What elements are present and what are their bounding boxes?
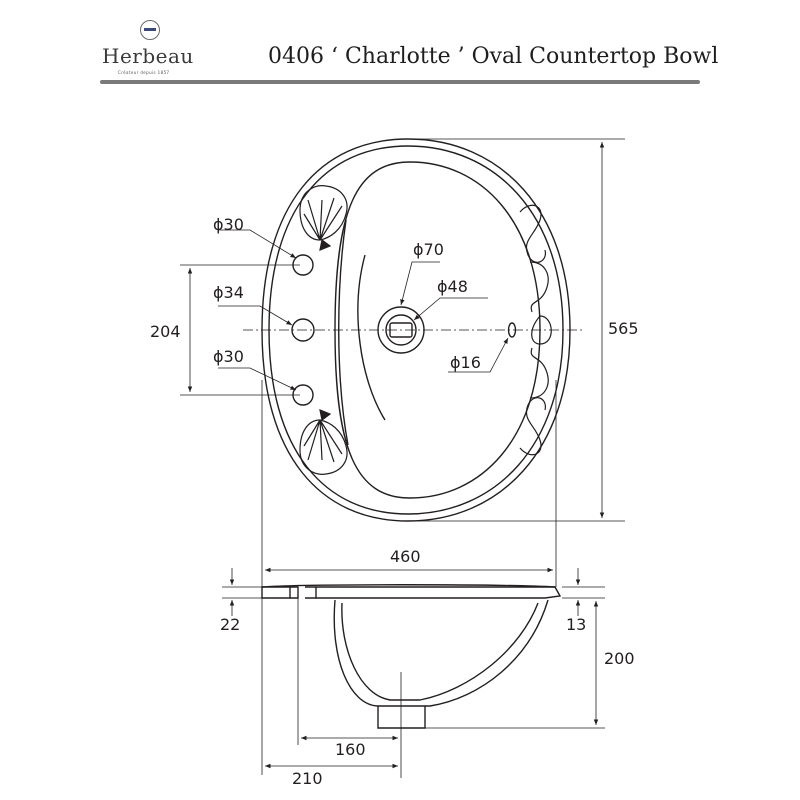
dim-rim-lip: 13 bbox=[566, 615, 586, 634]
dim-hole-middle: ϕ34 bbox=[213, 283, 244, 302]
dim-bowl-height: 200 bbox=[604, 649, 635, 668]
dim-drain-offset-outer: 210 bbox=[292, 769, 323, 788]
scroll-ornaments-icon bbox=[519, 204, 552, 456]
dim-overflow: ϕ16 bbox=[450, 353, 481, 372]
page-title: 0406 ‘ Charlotte ’ Oval Countertop Bowl bbox=[268, 44, 719, 69]
dim-hole-bottom: ϕ30 bbox=[213, 347, 244, 366]
basin-curve bbox=[357, 254, 386, 421]
top-dimensions bbox=[180, 138, 625, 522]
shell-bottom-icon bbox=[299, 409, 348, 475]
top-view bbox=[261, 138, 571, 522]
bowl-inner bbox=[341, 602, 539, 701]
dim-hole-top: ϕ30 bbox=[213, 215, 244, 234]
rim bbox=[261, 586, 291, 599]
outer-rim-inner bbox=[268, 145, 564, 515]
dim-width-total: 460 bbox=[390, 547, 421, 566]
dim-rim-thickness: 22 bbox=[220, 615, 240, 634]
brand-name: Herbeau bbox=[102, 44, 194, 68]
dim-drain-outer: ϕ70 bbox=[413, 240, 444, 259]
dim-depth-total: 565 bbox=[608, 319, 639, 338]
side-dimensions bbox=[222, 380, 605, 778]
header-rule bbox=[100, 80, 700, 84]
drain-body bbox=[377, 706, 426, 729]
herbeau-logo: Herbeau Créateur depuis 1857 bbox=[102, 18, 212, 78]
header: Herbeau Créateur depuis 1857 0406 ‘ Char… bbox=[0, 0, 800, 90]
basin-curve-2 bbox=[338, 219, 349, 446]
shell-top-icon bbox=[299, 185, 348, 251]
bowl-outer bbox=[333, 599, 549, 707]
dim-drain-inner: ϕ48 bbox=[437, 277, 468, 296]
inner-bowl bbox=[334, 161, 541, 499]
dim-tap-spacing: 204 bbox=[150, 322, 181, 341]
outer-rim bbox=[261, 138, 571, 522]
side-view bbox=[261, 584, 562, 729]
drain-inner bbox=[385, 314, 417, 346]
dim-drain-offset-inner: 160 bbox=[335, 740, 366, 759]
brand-tagline: Créateur depuis 1857 bbox=[118, 70, 170, 75]
brand-seal-icon bbox=[140, 20, 160, 40]
